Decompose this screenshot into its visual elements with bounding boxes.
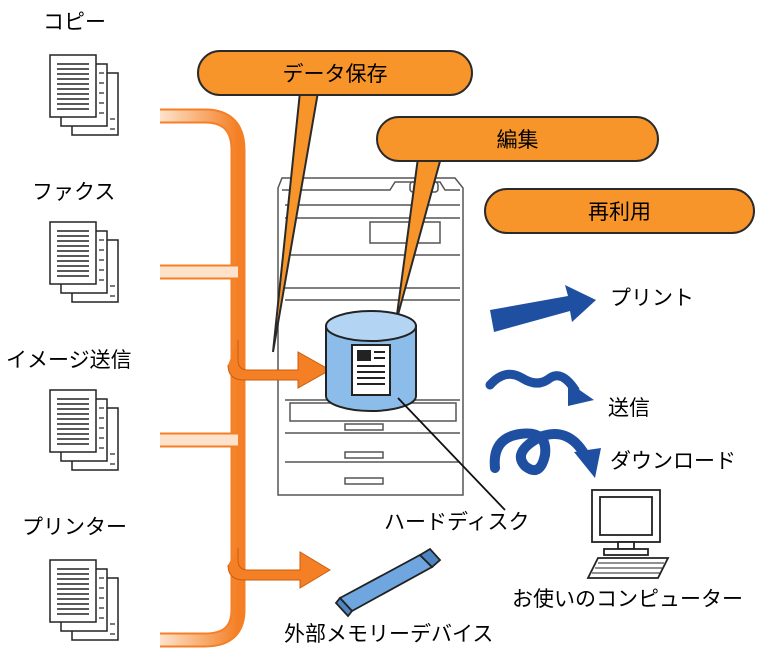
external-memory-label: 外部メモリーデバイス [284, 622, 494, 646]
download-label: ダウンロード [610, 449, 736, 473]
hard-disk-cylinder [325, 310, 417, 412]
send-arrow [485, 369, 594, 406]
send-label: 送信 [608, 396, 650, 420]
edit-callout: 編集 [376, 116, 659, 162]
reuse-callout: 再利用 [484, 188, 755, 234]
image-send-label: イメージ送信 [6, 348, 132, 372]
printer-document-stack [49, 559, 119, 641]
computer-icon [586, 489, 670, 579]
fax-label: ファクス [32, 180, 116, 204]
copy-label: コピー [43, 10, 106, 34]
print-arrow [490, 285, 596, 332]
print-label: プリント [610, 286, 694, 310]
external-memory-stick [334, 547, 442, 618]
download-arrow [489, 428, 601, 478]
copy-document-stack [49, 54, 119, 136]
hard-disk-label: ハードディスク [384, 510, 530, 534]
hard-disk-leader [397, 397, 506, 511]
computer-label: お使いのコンピューター [512, 587, 743, 611]
image-send-document-stack [49, 389, 119, 471]
data-save-callout: データ保存 [197, 50, 473, 96]
input-flow-bracket [160, 108, 246, 648]
data-save-pointer [272, 91, 320, 353]
printer-label: プリンター [22, 515, 127, 539]
arrow-to-hard-disk [227, 340, 332, 389]
fax-document-stack [49, 221, 119, 303]
arrow-to-external-memory [227, 548, 331, 589]
edit-pointer [395, 142, 447, 323]
